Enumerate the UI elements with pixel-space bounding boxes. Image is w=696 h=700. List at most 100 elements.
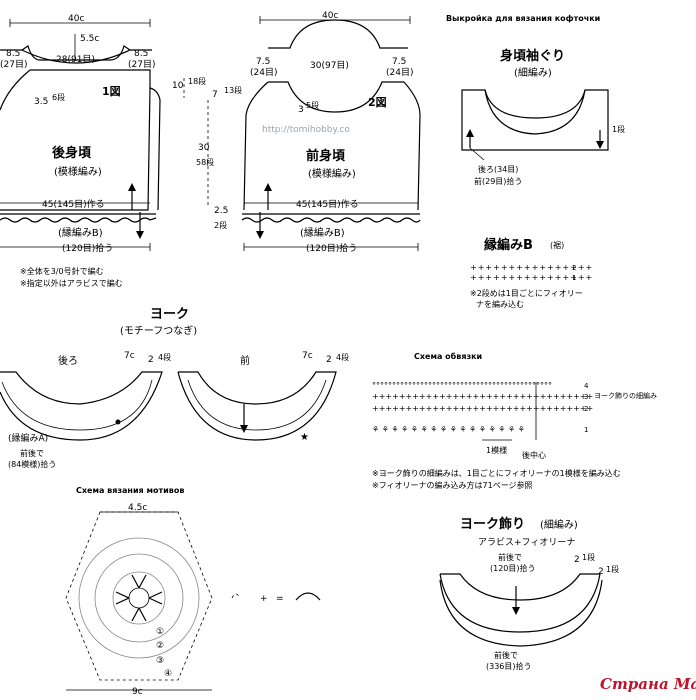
slope-cm: 7 <box>212 90 218 100</box>
yoke-diagram: ヨーク (モチーフつなぎ) 後ろ 7c 2 4段 (縁編みA) 前後で (84模… <box>0 307 349 469</box>
armhole-diagram: 身頃袖ぐり (細編み) 1段 後ろ(34目) 前(29目)拾う <box>461 48 625 186</box>
armhole-stitch: (細編み) <box>514 66 552 79</box>
body-rows: 58段 <box>196 157 214 167</box>
yoke-rows-right-unit: 4段 <box>336 352 349 362</box>
front-dart-rows: 5段 <box>306 100 319 110</box>
tie-scheme: Схема обвязки °°°°°°°°°°°°°°°°°°°°°°°°°°… <box>372 351 657 490</box>
armhole-rows: 1段 <box>612 124 625 134</box>
edging-b-row2: 2 <box>572 264 576 272</box>
front-title: 前身頃 <box>306 148 346 164</box>
yoke-decor-pickup-3: 前後で <box>494 650 518 660</box>
front-bottom-cast: 45(145目)作る <box>296 198 359 210</box>
back-shoulder-right: 8.5 <box>134 49 148 59</box>
yoke-rows-left: 2 <box>148 355 154 365</box>
edging-b-note-1: ※2段めは1目ごとにフィオリー <box>470 288 583 298</box>
edging-b-row1: 1 <box>572 274 576 282</box>
yoke-rows-right: 2 <box>326 355 332 365</box>
tie-row-3: 3 <box>584 393 588 401</box>
back-bottom-cast: 45(145目)作る <box>42 198 105 210</box>
armhole-cm: 10 <box>172 81 184 91</box>
tie-center: 後中心 <box>522 450 546 460</box>
tie-note-2: ※フィオリーナの編み込み方は71ページ参照 <box>372 480 533 490</box>
tie-caption: Схема обвязки <box>414 351 482 361</box>
yoke-pickup-1: 前後で <box>20 448 44 458</box>
edging-b-row2-stitches: ++++++++++++++++ <box>470 263 593 272</box>
edging-b-row1-stitches: ++++++++++++++++ <box>470 273 593 282</box>
back-pickup: (120目)拾う <box>62 242 113 254</box>
yoke-width-right: 7c <box>302 351 313 361</box>
edging-b-chart: 縁編みB (裾) ++++++++++++++++ ++++++++++++++… <box>470 237 593 309</box>
motif-size-bottom: 9c <box>132 687 143 697</box>
tie-note-1: ※ヨーク飾りの細編みは、1目ごとにフィオリーナの1模様を編み込む <box>372 468 621 478</box>
back-title: 後身頃 <box>52 145 92 161</box>
yoke-rows-left-unit: 4段 <box>158 352 171 362</box>
front-shoulder-left: 7.5 <box>256 57 270 67</box>
motif-row-4: ④ <box>164 669 172 679</box>
back-dart: 3.5 <box>34 97 48 107</box>
yoke-decor-diagram: ヨーク飾り (細編み) アラビス+フィオリーナ 前後で (120目)拾う 2 1… <box>439 516 619 671</box>
yoke-decor-rows-b: 2 <box>598 567 604 577</box>
tie-row-2: 2 <box>584 405 588 413</box>
motif-row-2: ② <box>156 641 164 651</box>
back-width-top: 40c <box>68 14 84 24</box>
pattern-caption: Выкройка для вязания кофточки <box>446 14 600 23</box>
picot-sign-1: + <box>260 594 268 604</box>
motif-size-top: 4.5c <box>128 503 147 513</box>
yoke-front-label: 前 <box>240 354 250 367</box>
back-dart-rows: 6段 <box>52 92 65 102</box>
armhole-title: 身頃袖ぐり <box>500 48 565 64</box>
armhole-rows: 18段 <box>188 76 206 86</box>
yoke-width-left: 7c <box>124 351 135 361</box>
yoke-decor-rows-a: 2 <box>574 555 580 565</box>
tie-row-4: 4 <box>584 382 589 390</box>
front-fig-label: 2図 <box>368 95 387 109</box>
yoke-edge: (縁編みA) <box>8 432 48 444</box>
yoke-back-label: 後ろ <box>58 354 78 367</box>
back-fig-label: 1図 <box>102 84 121 98</box>
back-piece: 40c 5.5c 28(91目) 8.5 (27目) 8.5 (27目) 1図 … <box>0 14 161 254</box>
tie-row2-stitches: +++++++++++++++++++++++++++++++++ <box>372 404 593 413</box>
front-piece: 40c 7.5 (24目) 30(97目) 7.5 (24目) 2図 3 5段 … <box>241 11 421 254</box>
hem-rows: 2段 <box>214 220 227 230</box>
back-edging: (縁編みB) <box>58 226 103 239</box>
motif-row-1: ① <box>156 627 164 637</box>
front-neck-width: 30(97目) <box>310 60 349 71</box>
yoke-decor-rows-b-unit: 1段 <box>606 564 619 574</box>
armhole-front-pickup: 前(29目)拾う <box>474 176 522 186</box>
yoke-decor-title: ヨーク飾り <box>460 516 525 532</box>
yoke-decor-rows-a-unit: 1段 <box>582 552 595 562</box>
yoke-decor-pickup-4: (336目)拾う <box>486 661 532 671</box>
armhole-back-pickup: 後ろ(34目) <box>478 164 518 174</box>
yoke-title: ヨーク <box>150 307 189 322</box>
tie-pattern: 1模様 <box>486 445 507 455</box>
yoke-pickup-2: (84模様)拾う <box>8 459 56 469</box>
tie-row1-stitches: ⚘ ⚘ ⚘ ⚘ ⚘ ⚘ ⚘ ⚘ ⚘ ⚘ ⚘ ⚘ ⚘ ⚘ ⚘ ⚘ <box>372 425 525 434</box>
tie-row4-stitches: °°°°°°°°°°°°°°°°°°°°°°°°°°°°°°°°°°°°°°°°… <box>372 381 552 390</box>
back-neck-drop: 5.5c <box>80 34 99 44</box>
front-shoulder-right: 7.5 <box>392 57 406 67</box>
tie-row4-note: ヨーク飾りの細編み <box>594 391 657 400</box>
motif-caption: Схема вязания мотивов <box>76 486 184 495</box>
edging-b-title: 縁編みB <box>484 237 533 253</box>
body-cm: 30 <box>198 143 210 153</box>
motif-chart: Схема вязания мотивов 4.5c ① ② ③ ④ 9c + … <box>65 486 321 697</box>
back-shoulder-right-sts: (27目) <box>128 59 155 70</box>
tie-row3-stitches: +++++++++++++++++++++++++++++++++ <box>372 392 593 401</box>
yoke-decor-pickup-1: 前後で <box>498 552 522 562</box>
yoke-decor-pickup-2: (120目)拾う <box>490 563 536 573</box>
back-shoulder-left: 8.5 <box>6 49 20 59</box>
edging-b-note-2: ナを編み込む <box>476 299 524 309</box>
front-shoulder-left-sts: (24目) <box>250 67 277 78</box>
yoke-decor-yarn: アラビス+フィオリーナ <box>478 537 575 548</box>
back-neck-width: 28(91目) <box>56 54 95 65</box>
front-dart: 3 <box>298 105 304 115</box>
yoke-star: ★ <box>300 432 309 443</box>
site-watermark: Страна Мам <box>600 675 696 693</box>
side-dimensions: 10 18段 7 13段 30 58段 2.5 2段 <box>172 76 242 230</box>
back-stitch: (模様編み) <box>54 165 102 178</box>
tie-row-1: 1 <box>584 426 588 434</box>
note-needle: ※全体を3/0号針で編む <box>20 266 104 276</box>
motif-row-3: ③ <box>156 656 164 666</box>
edging-b-note: (裾) <box>550 240 564 250</box>
